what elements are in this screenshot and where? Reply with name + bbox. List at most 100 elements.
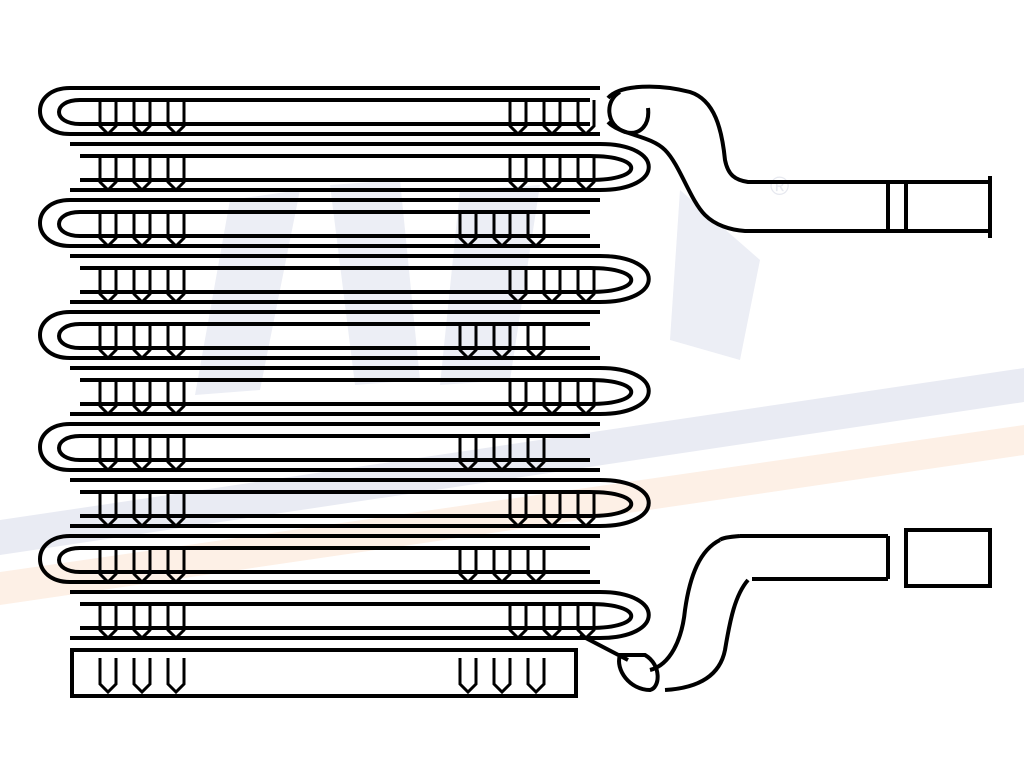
tube-row-wall	[80, 98, 590, 126]
right-bend-inner	[589, 378, 634, 406]
fin	[98, 156, 118, 193]
fin	[98, 100, 118, 137]
fin	[458, 436, 478, 473]
fin	[132, 548, 152, 585]
left-bend	[38, 422, 71, 472]
fin	[526, 436, 546, 473]
fin	[166, 156, 186, 193]
fin	[492, 212, 512, 249]
fin	[98, 268, 118, 305]
fin-groups	[98, 100, 596, 695]
inlet-pipe-bottom	[579, 528, 992, 693]
fin	[542, 380, 562, 417]
fin	[492, 548, 512, 585]
left-bend-inner	[57, 98, 81, 126]
fin	[508, 380, 528, 417]
tube-row-wall	[80, 490, 590, 518]
fin	[458, 324, 478, 361]
left-bend	[38, 534, 71, 584]
fin	[166, 380, 186, 417]
fin	[132, 658, 152, 695]
fin	[458, 548, 478, 585]
fin	[492, 436, 512, 473]
left-bend	[38, 310, 71, 360]
fin	[166, 604, 186, 641]
tube-row-wall	[80, 434, 590, 462]
fin	[526, 658, 546, 695]
fin	[576, 604, 596, 641]
fin	[576, 380, 596, 417]
fin	[542, 604, 562, 641]
fin	[132, 212, 152, 249]
fin	[542, 492, 562, 529]
fin	[132, 268, 152, 305]
fin	[458, 658, 478, 695]
fin	[492, 324, 512, 361]
left-bend	[38, 198, 71, 248]
tube-row-wall	[80, 266, 590, 294]
fin	[166, 324, 186, 361]
outlet-pipe-top	[606, 84, 992, 238]
fin	[526, 212, 546, 249]
fin	[508, 604, 528, 641]
fin	[98, 380, 118, 417]
left-bend-inner	[57, 546, 81, 574]
tube-row-wall	[80, 322, 590, 350]
fin	[166, 548, 186, 585]
right-bend-inner	[589, 266, 634, 294]
right-bend-inner	[589, 154, 634, 182]
fin	[98, 658, 118, 695]
fin	[132, 100, 152, 137]
serpentine-coil	[38, 86, 651, 698]
tube-row-wall	[80, 546, 590, 574]
fin	[166, 212, 186, 249]
fin	[166, 436, 186, 473]
right-bend	[599, 478, 651, 528]
right-bend	[599, 366, 651, 416]
left-bend-inner	[57, 322, 81, 350]
tube-row-wall	[80, 154, 590, 182]
watermark-registered-symbol: ®	[770, 171, 789, 201]
tube-row-wall	[80, 378, 590, 406]
fin	[542, 100, 562, 137]
tube-row-wall	[80, 210, 590, 238]
fin	[98, 492, 118, 529]
fin	[166, 268, 186, 305]
fin	[526, 548, 546, 585]
fin	[132, 436, 152, 473]
tube-row-wall	[80, 602, 590, 630]
bottom-tube-row	[70, 648, 578, 698]
fin	[508, 156, 528, 193]
fin	[132, 156, 152, 193]
fin	[508, 100, 528, 137]
right-bend	[599, 142, 651, 192]
fin	[458, 212, 478, 249]
fin	[166, 492, 186, 529]
fin	[132, 324, 152, 361]
fin	[166, 100, 186, 137]
left-bend-inner	[57, 210, 81, 238]
fin	[576, 492, 596, 529]
left-bend-inner	[57, 434, 81, 462]
fin	[508, 268, 528, 305]
fin	[542, 268, 562, 305]
right-bend-inner	[589, 490, 634, 518]
right-bend	[599, 590, 651, 640]
fin	[98, 548, 118, 585]
fin	[542, 156, 562, 193]
right-bend	[599, 254, 651, 304]
fin	[508, 492, 528, 529]
left-bend	[38, 86, 71, 136]
right-bend-inner	[589, 602, 634, 630]
fin	[132, 604, 152, 641]
fin	[166, 658, 186, 695]
fin	[98, 324, 118, 361]
fin	[492, 658, 512, 695]
fin	[576, 268, 596, 305]
fin	[132, 380, 152, 417]
fin	[576, 156, 596, 193]
fin	[98, 604, 118, 641]
fin	[132, 492, 152, 529]
fin	[526, 324, 546, 361]
